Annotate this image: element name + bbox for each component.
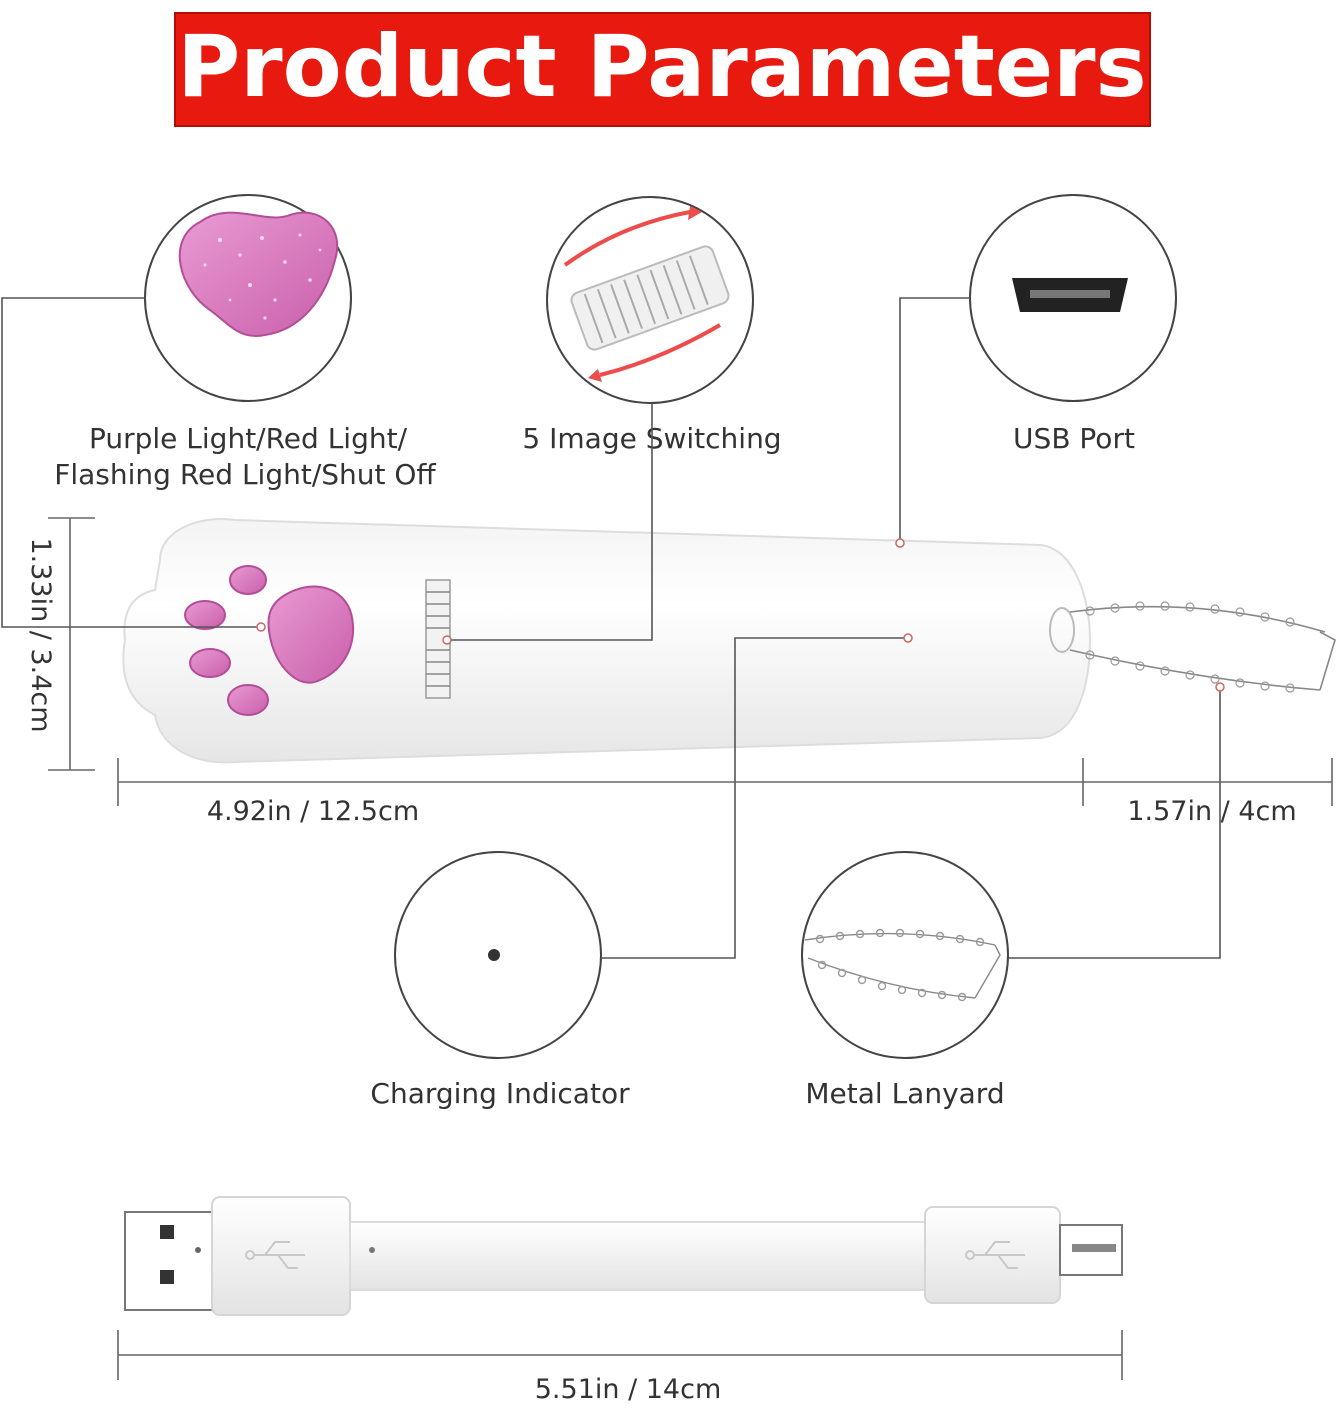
height-label: 1.33in / 3.4cm: [25, 537, 56, 732]
height-dimension: [48, 517, 95, 771]
title-banner: [174, 12, 1151, 127]
indicator-dot-icon: [488, 949, 500, 961]
chain-icon: [1069, 601, 1336, 693]
cable-length-dimension: [117, 1330, 1123, 1380]
paw-pad-icon: [178, 211, 339, 337]
leader-lines: [1, 297, 1225, 959]
cable-length-label: 5.51in / 14cm: [535, 1374, 722, 1405]
page-title: Product Parameters: [177, 17, 1147, 117]
paw-pad-callout: [144, 194, 352, 402]
lights-label-line1: Purple Light/Red Light/: [89, 422, 408, 455]
lanyard-label: Metal Lanyard: [805, 1077, 1004, 1110]
usb-label: USB Port: [1013, 422, 1135, 455]
lanyard-length-label: 1.57in / 4cm: [1127, 796, 1296, 827]
charging-label: Charging Indicator: [370, 1077, 630, 1110]
usb-a-plug: [124, 1211, 218, 1311]
chain-detail-icon: [804, 928, 1001, 1002]
usb-cable: [124, 1196, 1123, 1316]
usb-port-callout: [969, 194, 1177, 402]
wheel-callout: [546, 196, 754, 404]
length-label: 4.92in / 12.5cm: [207, 796, 419, 827]
length-dimension: [117, 758, 1333, 806]
wheel-icon: [563, 206, 730, 382]
usb-logo-icon: [245, 1241, 305, 1269]
lanyard-loop: [1049, 607, 1075, 653]
charging-indicator-callout: [394, 851, 602, 1059]
micro-usb-port-icon: [1012, 278, 1128, 312]
paw-icon: [184, 565, 355, 716]
usb-logo-icon: [965, 1241, 1025, 1269]
lights-label-line2: Flashing Red Light/Shut Off: [54, 458, 436, 491]
metal-lanyard-callout: [801, 851, 1009, 1059]
